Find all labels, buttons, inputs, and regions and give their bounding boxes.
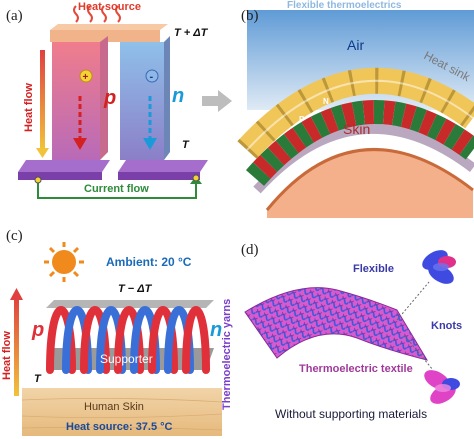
- arrow-right-icon: [202, 90, 232, 112]
- panel-d: (d) Flexible Knots Thermoelectric textil…: [241, 242, 462, 421]
- heat-wave-icon: [73, 5, 121, 23]
- bottom-plate-left: [18, 160, 110, 172]
- caption-label: Without supporting materials: [275, 407, 427, 421]
- p-yarn-label: p: [31, 319, 44, 341]
- knot-icon-pink: [424, 370, 460, 404]
- human-skin-label: Human Skin: [84, 401, 144, 413]
- p-letter: P: [299, 115, 305, 124]
- bottom-plate-right: [118, 160, 208, 172]
- n-letter: N: [323, 97, 329, 106]
- panel-b-title: Flexible thermoelectrics: [287, 0, 402, 11]
- heat-flow-label: Heat flow: [23, 83, 35, 132]
- sun-icon: [44, 242, 84, 282]
- top-plate: [50, 24, 168, 30]
- supporter-label: Supporter: [100, 352, 153, 366]
- panel-b-label: (b): [241, 8, 259, 24]
- t-plus-label: T + ΔT: [174, 27, 209, 39]
- thermoelectric-textile: [244, 287, 429, 361]
- current-flow-label: Current flow: [84, 183, 149, 195]
- knot-icon-blue: [422, 250, 456, 284]
- panel-c: (c) Ambient: 20 °C T − ΔT T p n Supporte…: [1, 228, 233, 436]
- ambient-label: Ambient: 20 °C: [106, 255, 192, 269]
- panel-d-label: (d): [241, 242, 259, 258]
- panel-a: (a) Heat source T + ΔT T + - p n Heat fl…: [6, 1, 209, 199]
- supporter-top: [46, 300, 214, 308]
- n-leg: [120, 42, 164, 160]
- skin-label: Skin: [343, 121, 370, 137]
- knots-label: Knots: [431, 320, 462, 332]
- p-type-label: p: [103, 87, 116, 109]
- te-legs: [245, 100, 474, 186]
- human-skin-layer: [22, 388, 222, 436]
- heat-source-temp-label: Heat source: 37.5 °C: [66, 421, 173, 433]
- plus-sign: +: [83, 72, 89, 83]
- panel-b: (b) Flexible thermoelectrics Air Heat si…: [237, 0, 474, 218]
- heat-source-label: Heat source: [78, 1, 141, 13]
- n-yarn-label: n: [210, 319, 222, 341]
- skin-layer: [267, 149, 473, 218]
- t-base-label-c: T: [34, 373, 42, 385]
- thermoelectric-yarns: [46, 306, 210, 374]
- yarns-label: Thermoelectric yarns: [221, 299, 233, 410]
- t-base-label-a: T: [182, 139, 190, 151]
- flexible-label: Flexible: [353, 263, 394, 275]
- panel-c-label: (c): [6, 228, 23, 244]
- panel-a-label: (a): [6, 8, 23, 24]
- air-label: Air: [347, 37, 364, 53]
- n-type-label: n: [172, 85, 184, 107]
- minus-sign: -: [150, 71, 154, 83]
- textile-label: Thermoelectric textile: [299, 363, 413, 375]
- t-minus-label: T − ΔT: [118, 283, 153, 295]
- heat-flow-label-c: Heat flow: [1, 331, 13, 380]
